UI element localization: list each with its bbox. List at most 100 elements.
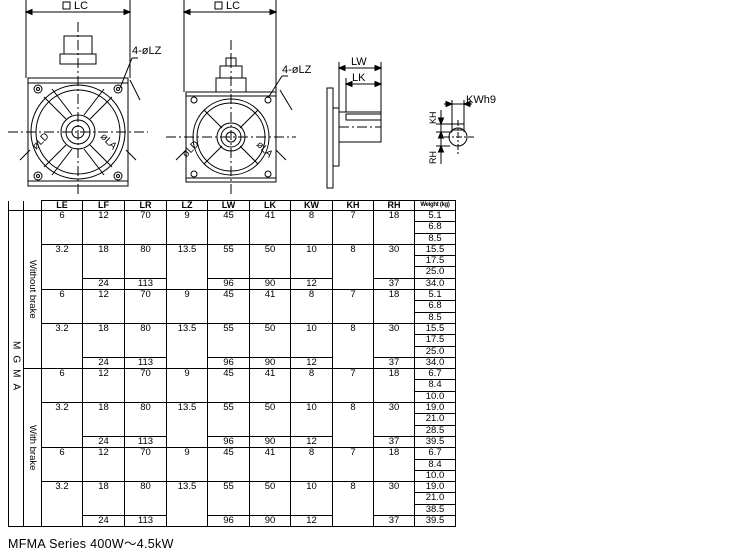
cell-weight: 8.4 [414,458,456,471]
kw-label: KWh9 [466,94,496,106]
cell-lf: 12 [82,210,125,245]
cell-lw: 96 [207,356,250,370]
cell-kw: 8 [290,368,333,404]
cell-lr: 113 [124,356,167,370]
cell-lf: 24 [82,356,125,370]
lk-label: LK [352,72,366,84]
cell-rh: 37 [373,356,415,370]
cell-lr: 80 [124,402,167,437]
cell-weight: 25.0 [414,266,456,279]
cell-weight: 39.5 [414,515,456,528]
cell-lf: 24 [82,435,125,449]
cell-lf: 18 [82,481,125,517]
cell-lr: 113 [124,515,167,528]
cell-lf: 24 [82,515,125,528]
cell-le: 6 [41,368,83,404]
cell-rh: 18 [373,447,415,483]
cell-kw: 10 [290,402,333,437]
cell-weight: 5.1 [414,209,456,223]
cell-lk: 90 [249,356,291,370]
lz-label-2: 4-øLZ [282,64,312,76]
cell-lf: 24 [82,277,125,291]
cell-weight: 15.5 [414,243,456,257]
cell-weight: 19.0 [414,402,456,415]
cell-weight: 6.7 [414,447,456,460]
cell-lz: 13.5 [166,322,208,370]
col-header: RH [373,200,415,211]
cell-weight: 15.5 [414,322,456,336]
cell-weight: 17.5 [414,255,456,268]
cell-lr: 70 [124,447,167,483]
cell-lk: 50 [249,402,291,437]
col-header: KW [290,200,333,211]
cell-weight: 6.8 [414,221,456,234]
col-header: LK [249,200,291,211]
cell-lw: 45 [207,447,250,483]
cell-lf: 12 [82,447,125,483]
cell-rh: 18 [373,368,415,404]
cell-kw: 12 [290,515,333,528]
cell-lk: 90 [249,277,291,291]
cell-lr: 80 [124,481,167,517]
dimension-table: LE LF LR LZ LW LK KW KH RH Weight (kg) M… [8,200,456,528]
cell-kw: 10 [290,322,333,358]
cell-lw: 96 [207,435,250,449]
cell-rh: 37 [373,277,415,291]
col-header: LE [41,200,83,211]
cell-lk: 90 [249,435,291,449]
cell-rh: 37 [373,515,415,528]
cell-lr: 113 [124,277,167,291]
cell-le: 3.2 [41,481,83,528]
cell-kh: 7 [332,210,374,245]
kh-label: KH [428,111,438,124]
cell-weight: 39.5 [414,435,456,449]
cell-le: 3.2 [41,322,83,370]
cell-kw: 12 [290,277,333,291]
cell-weight: 5.1 [414,289,456,302]
cell-kh: 7 [332,289,374,324]
cell-lr: 70 [124,210,167,245]
lc-label-2: LC [226,0,240,12]
cell-weight: 10.0 [414,390,456,404]
cell-lz: 9 [166,289,208,324]
shaft-key-section [436,100,474,164]
cell-lz: 13.5 [166,243,208,291]
cell-rh: 18 [373,210,415,245]
col-header: LZ [166,200,208,211]
col-header: LF [82,200,125,211]
cell-lz: 9 [166,210,208,245]
dimension-drawings: LC LC 4-øLZ 4-øLZ øLD øLA øLD øLA LW LK … [8,0,496,196]
group-without-brake: Without brake [23,209,42,370]
cell-kw: 10 [290,243,333,279]
cell-rh: 30 [373,322,415,358]
cell-lw: 55 [207,402,250,437]
cell-lk: 50 [249,322,291,358]
cell-lw: 45 [207,368,250,404]
cell-lz: 13.5 [166,402,208,449]
cell-le: 6 [41,447,83,483]
cell-weight: 21.0 [414,413,456,426]
cell-kh: 8 [332,481,374,528]
cell-lr: 113 [124,435,167,449]
cell-lk: 50 [249,481,291,517]
col-header: LR [124,200,167,211]
cell-lk: 41 [249,447,291,483]
col-header: Weight (kg) [414,200,456,211]
cell-kh: 8 [332,402,374,449]
la-label-2: øLA [254,139,275,160]
cell-rh: 30 [373,402,415,437]
cell-kw: 12 [290,435,333,449]
cell-lf: 18 [82,243,125,279]
cell-kw: 12 [290,356,333,370]
la-label-1: øLA [98,131,119,152]
cell-lz: 9 [166,447,208,483]
cell-kw: 8 [290,289,333,324]
cell-kw: 8 [290,210,333,245]
cell-lk: 90 [249,515,291,528]
